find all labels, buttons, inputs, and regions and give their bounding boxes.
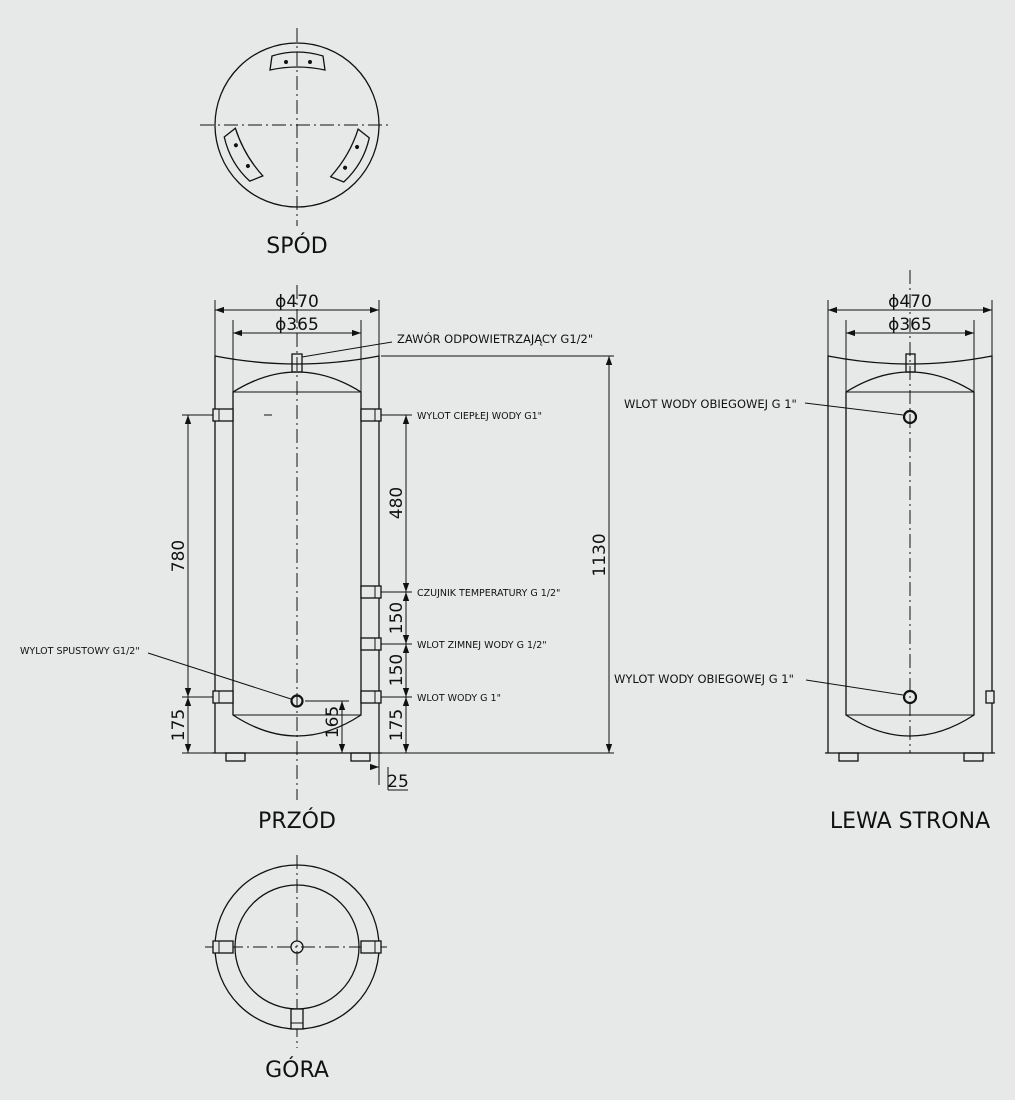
callout-hot-water: WYLOT CIEPŁEJ WODY G1": [417, 411, 542, 422]
dim-480-label: 480: [387, 487, 407, 519]
dimension-150-a: 150: [387, 592, 410, 644]
dimension-inner-diameter: ϕ365: [232, 315, 362, 392]
dim-1130-label: 1130: [590, 533, 610, 576]
connector-water-left: [212, 690, 234, 704]
connector-water-right: [360, 690, 382, 704]
circuit-outlet-port: [902, 689, 918, 705]
dimension-175-right: 175: [387, 697, 410, 753]
dimension-25: 25: [370, 753, 409, 792]
vent-valve: [291, 353, 303, 373]
dimension-150-b: 150: [387, 644, 410, 697]
callout-water-inlet: WLOT WODY G 1": [417, 693, 501, 704]
label-drain-outlet: WYLOT SPUSTOWY G1/2": [20, 646, 140, 657]
dim-780-label: 780: [169, 540, 189, 572]
dim-inner-diameter-label: ϕ365: [275, 315, 319, 335]
connector-hot-right: [360, 408, 382, 422]
foot-pad: [269, 51, 326, 71]
foot: [838, 752, 859, 762]
connector-cold: [360, 637, 382, 651]
label-hot-water-outlet: WYLOT CIEPŁEJ WODY G1": [417, 411, 542, 422]
callout-vent-valve: ZAWÓR ODPOWIETRZAJĄCY G1/2": [301, 331, 593, 358]
drain-port: [290, 694, 304, 708]
connector-top-left: [212, 940, 234, 954]
label-cold-water-inlet: WLOT ZIMNEJ WODY G 1/2": [417, 640, 547, 651]
callout-drain: WYLOT SPUSTOWY G1/2": [20, 646, 292, 700]
callout-sensor: CZUJNIK TEMPERATURY G 1/2": [417, 588, 560, 599]
vent-valve-side: [905, 353, 916, 373]
dim-150-b-label: 150: [387, 654, 407, 686]
view-title-left-side: LEWA STRONA: [830, 809, 990, 834]
dimension-175-left: 175: [169, 697, 215, 754]
bottom-view: SPÓD: [200, 28, 392, 259]
dim-outer-diameter-side-label: ϕ470: [888, 292, 932, 312]
dimension-1130: 1130: [381, 355, 614, 754]
dim-165-label: 165: [323, 706, 343, 738]
dim-150-a-label: 150: [387, 602, 407, 634]
view-title-front: PRZÓD: [258, 808, 336, 834]
dim-175-right-label: 175: [387, 709, 407, 741]
foot-pad: [329, 128, 370, 183]
vent-valve-top: [290, 940, 304, 954]
foot: [963, 752, 984, 762]
dimension-165: 165: [323, 701, 346, 753]
view-title-bottom: SPÓD: [266, 233, 328, 259]
left-side-view: ϕ470 ϕ365 WLOT WODY OBIEGOWEJ G 1" WYLOT…: [614, 270, 995, 834]
callout-cold-water: WLOT ZIMNEJ WODY G 1/2": [417, 640, 547, 651]
foot: [350, 752, 371, 762]
label-water-inlet: WLOT WODY G 1": [417, 693, 501, 704]
dimension-780: 780: [169, 414, 213, 698]
dimension-inner-diameter-side: ϕ365: [845, 315, 975, 392]
label-temperature-sensor: CZUJNIK TEMPERATURY G 1/2": [417, 588, 560, 599]
dim-inner-diameter-side-label: ϕ365: [888, 315, 932, 335]
connector-hot-left: [212, 408, 234, 422]
callout-circuit-inlet: WLOT WODY OBIEGOWEJ G 1": [624, 397, 904, 416]
dimension-outer-diameter-side: ϕ470: [827, 292, 993, 356]
callout-circuit-outlet: WYLOT WODY OBIEGOWEJ G 1": [614, 672, 904, 696]
connector-sensor: [360, 585, 382, 599]
dim-25-label: 25: [387, 772, 409, 792]
dim-outer-diameter-label: ϕ470: [275, 292, 319, 312]
label-circuit-inlet: WLOT WODY OBIEGOWEJ G 1": [624, 397, 797, 411]
front-view: ϕ470 ϕ365 780 175 165: [20, 285, 614, 834]
connector-side: [985, 690, 995, 704]
dimension-outer-diameter: ϕ470: [214, 292, 380, 356]
top-view: GÓRA: [205, 855, 390, 1083]
connector-top-bottom: [290, 1008, 304, 1030]
label-vent-valve: ZAWÓR ODPOWIETRZAJĄCY G1/2": [397, 331, 593, 346]
circuit-inlet-port: [902, 409, 918, 425]
foot-pad: [223, 127, 264, 182]
dim-175-left-label: 175: [169, 709, 189, 741]
label-circuit-outlet: WYLOT WODY OBIEGOWEJ G 1": [614, 672, 794, 686]
view-title-top: GÓRA: [265, 1057, 329, 1083]
foot: [225, 752, 246, 762]
connector-top-right: [360, 940, 382, 954]
